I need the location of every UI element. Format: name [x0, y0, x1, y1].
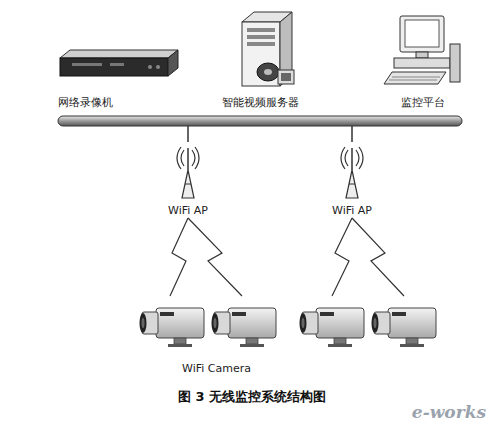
wireless-link — [170, 218, 188, 296]
node-label: WiFi AP — [168, 204, 208, 217]
node-label: 智能视频服务器 — [222, 96, 299, 109]
nvr-icon — [60, 50, 178, 76]
access-point-node: WiFi AP — [143, 138, 233, 218]
camera-icon — [140, 308, 437, 347]
wireless-link — [352, 218, 404, 296]
device-node: 监控平台 — [375, 6, 470, 110]
node-label: WiFi Camera — [182, 362, 251, 375]
node-label: 监控平台 — [401, 96, 445, 109]
watermark: e-works — [412, 402, 486, 422]
device-node: 智能视频服务器 — [205, 6, 315, 110]
server-icon — [242, 12, 294, 86]
wireless-link — [188, 218, 242, 296]
pc-icon — [384, 16, 460, 84]
access-point-node: WiFi AP — [307, 138, 397, 218]
node-label: WiFi AP — [332, 204, 372, 217]
wireless-link — [332, 218, 352, 296]
camera-group-node: WiFi Camera — [130, 292, 450, 376]
figure-caption: 图 3 无线监控系统结构图 — [178, 388, 326, 406]
node-label: 网络录像机 — [58, 96, 113, 109]
ap-antenna — [177, 126, 363, 198]
device-node: 网络录像机 — [48, 44, 188, 110]
network-bus — [58, 116, 462, 126]
